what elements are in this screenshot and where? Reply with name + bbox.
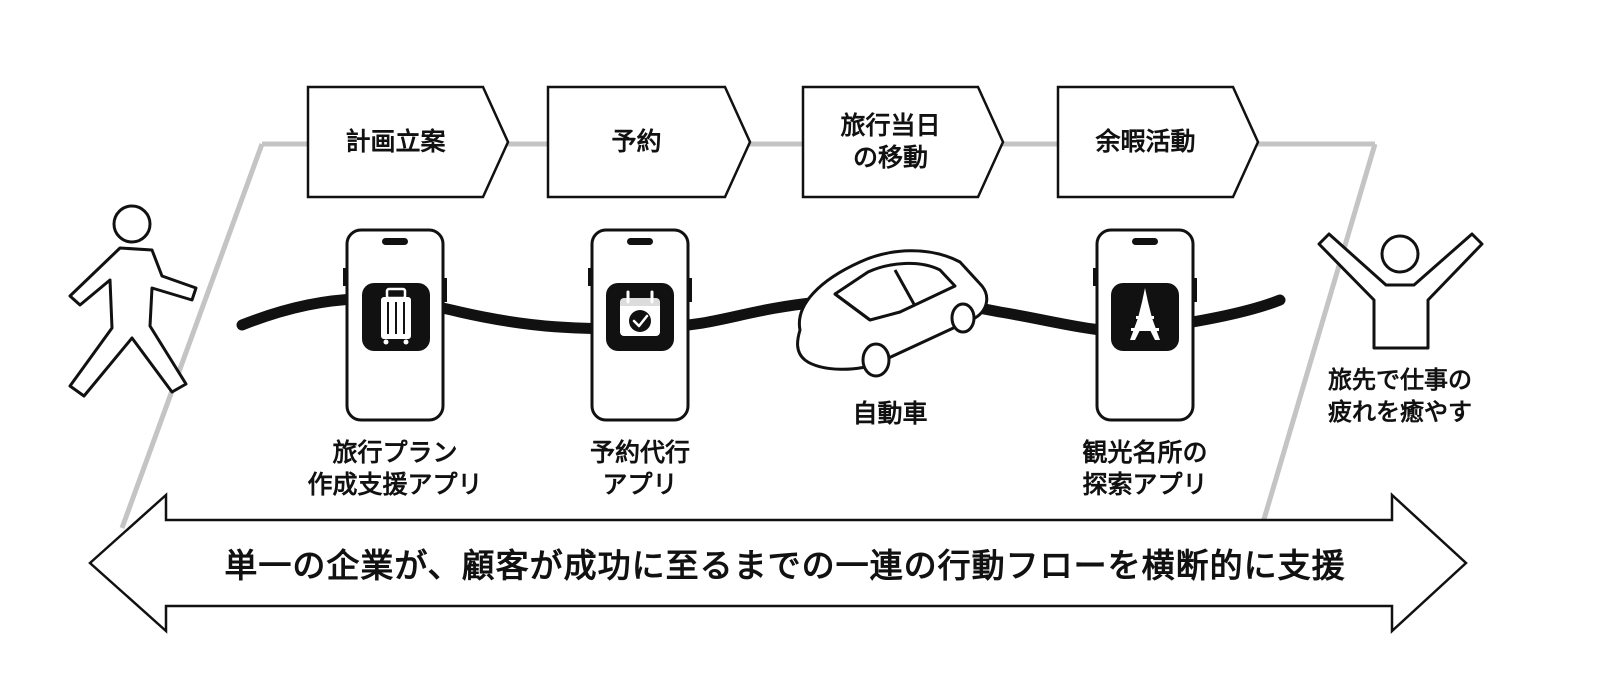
banner-text: 単一の企業が、顧客が成功に至るまでの一連の行動フローを横断的に支援 [224,546,1346,585]
person-arms-raised-icon [1317,232,1484,350]
step-chevron-1 [306,85,510,199]
car-icon [796,249,989,378]
step-chevron-2 [546,85,752,199]
app-label-car: 自動車 [852,399,928,428]
step-chevron-4 [1056,85,1260,199]
step-label-4: 余暇活動 [1095,127,1196,156]
app-label-sightseeing: 観光名所の 探索アプリ [1082,438,1208,499]
step-label-2: 予約 [611,127,662,156]
walking-person-icon [68,204,198,398]
banner-arrow [88,492,1468,634]
phone-3 [1093,228,1197,422]
eiffel-tower-icon [1111,283,1179,351]
step-label-3: 旅行当日 の移動 [840,111,941,172]
suitcase-icon [362,283,430,351]
phone-2 [588,228,692,422]
phone-1 [343,228,447,422]
app-label-travel-plan: 旅行プラン 作成支援アプリ [307,438,483,499]
step-label-1: 計画立案 [345,127,446,156]
step-chevron-3 [801,85,1005,199]
goal-label: 旅先で仕事の 疲れを癒やす [1328,366,1472,426]
calendar-check-icon [606,283,674,351]
app-label-booking: 予約代行 アプリ [589,438,690,499]
